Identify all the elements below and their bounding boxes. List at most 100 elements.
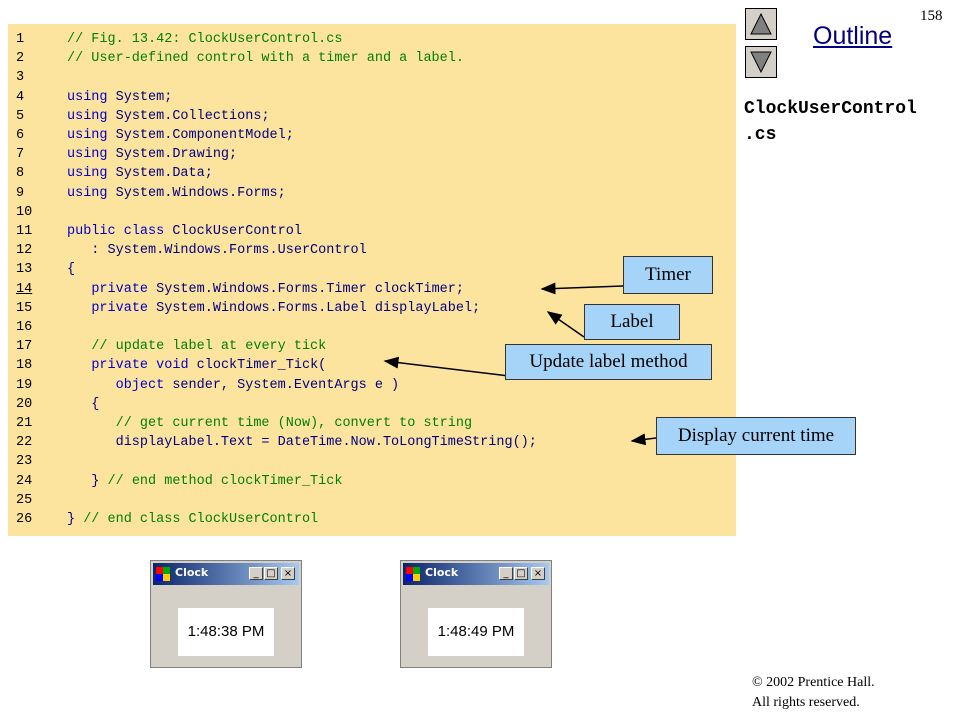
- code-text: displayLabel.Text = DateTime.Now.ToLongT…: [67, 435, 537, 451]
- minimize-button[interactable]: _: [249, 567, 263, 580]
- time-label: 1:48:49 PM: [428, 608, 524, 656]
- line-number: 3: [16, 70, 25, 86]
- code-text: {: [67, 396, 100, 412]
- code-text: } // end class ClockUserControl: [67, 512, 319, 527]
- code-line: 18 private void clockTimer_Tick(: [8, 356, 736, 375]
- code-line: 12 : System.Windows.Forms.UserControl: [8, 241, 736, 260]
- code-text: // User-defined control with a timer and…: [67, 51, 464, 67]
- app-icon: [406, 567, 420, 581]
- line-number: 9: [16, 185, 25, 201]
- line-number: 20: [16, 396, 33, 412]
- close-button[interactable]: ×: [531, 567, 545, 580]
- display-current-time-callout: Display current time: [656, 417, 856, 455]
- code-text: } // end method clockTimer_Tick: [67, 473, 343, 489]
- next-slide-button[interactable]: [745, 46, 777, 78]
- code-line: 22 displayLabel.Text = DateTime.Now.ToLo…: [8, 433, 736, 452]
- code-text: using System.Drawing;: [67, 147, 238, 163]
- timer-arrow: [540, 282, 624, 295]
- line-number: 12: [16, 243, 33, 259]
- page-number: 158: [920, 8, 943, 24]
- code-line: 13{: [8, 260, 736, 279]
- window-title-bar[interactable]: Clock _ □ ×: [403, 563, 549, 585]
- previous-slide-button[interactable]: [745, 8, 777, 40]
- code-line: 25: [8, 491, 736, 510]
- code-text: private System.Windows.Forms.Label displ…: [91, 300, 481, 316]
- code-panel: 1 // Fig. 13.42: ClockUserControl.cs 2 // U…: [8, 24, 736, 536]
- code-line: 26 } // end class ClockUserControl: [8, 510, 736, 529]
- maximize-button[interactable]: □: [264, 567, 278, 580]
- time-label: 1:48:38 PM: [178, 608, 274, 656]
- line-number: 2: [16, 51, 25, 67]
- code-text: public class ClockUserControl: [67, 224, 302, 239]
- code-line: 6 using System.ComponentModel;: [8, 126, 736, 145]
- line-number: 17: [16, 339, 33, 355]
- update-arrow: [383, 356, 510, 377]
- triangle-down-icon: [750, 51, 772, 74]
- line-number: 6: [16, 128, 25, 143]
- update-label-method-callout: Update label method: [505, 344, 712, 380]
- line-number: 4: [16, 89, 25, 105]
- code-text: // update label at every tick: [91, 339, 327, 355]
- code-line: 23: [8, 452, 736, 471]
- outline-link[interactable]: Outline: [813, 22, 893, 50]
- line-number: 5: [16, 108, 25, 124]
- line-number: 1: [16, 32, 25, 47]
- label-arrow: [546, 311, 585, 338]
- minimize-button[interactable]: _: [499, 567, 513, 580]
- code-line: 16: [8, 318, 736, 337]
- maximize-button[interactable]: □: [514, 567, 528, 580]
- window-title: Clock: [425, 566, 459, 579]
- code-text: using System;: [67, 89, 173, 105]
- line-number: 10: [16, 204, 33, 220]
- copyright-notice: © 2002 Prentice Hall. All rights reserve…: [752, 673, 875, 713]
- code-line: 4 using System;: [8, 88, 736, 107]
- window-title-bar[interactable]: Clock _ □ ×: [153, 563, 299, 585]
- code-text: private System.Windows.Forms.Timer clock…: [91, 281, 464, 297]
- display-arrow: [630, 433, 657, 446]
- code-line: 20 {: [8, 395, 736, 414]
- code-text: object sender, System.EventArgs e ): [115, 377, 400, 393]
- code-text: // Fig. 13.42: ClockUserControl.cs: [67, 32, 343, 47]
- clock-window[interactable]: Clock _ □ × 1:48:49 PM: [400, 560, 552, 668]
- line-number: 14: [16, 281, 33, 297]
- code-text: : System.Windows.Forms.UserControl: [67, 243, 367, 259]
- line-number: 16: [16, 320, 33, 335]
- code-line: 2 // User-defined control with a timer an…: [8, 49, 736, 68]
- app-icon: [156, 567, 170, 581]
- line-number: 22: [16, 435, 33, 451]
- code-line: 17 // update label at every tick: [8, 337, 736, 356]
- code-line: 10: [8, 203, 736, 222]
- code-text: using System.ComponentModel;: [67, 128, 294, 143]
- copyright-line: © 2002 Prentice Hall.: [752, 675, 875, 690]
- code-text: using System.Collections;: [67, 108, 270, 124]
- code-line: 21 // get current time (Now), convert to…: [8, 414, 736, 433]
- code-text: using System.Data;: [67, 166, 213, 182]
- line-number: 15: [16, 300, 33, 316]
- code-text: // get current time (Now), convert to st…: [115, 416, 473, 431]
- line-number: 18: [16, 358, 33, 374]
- line-number: 7: [16, 147, 25, 163]
- code-text: {: [67, 262, 76, 278]
- close-button[interactable]: ×: [281, 567, 295, 580]
- code-text: private void clockTimer_Tick(: [91, 358, 327, 374]
- line-number: 11: [16, 224, 33, 239]
- code-line: 24 } // end method clockTimer_Tick: [8, 472, 736, 491]
- code-text: using System.Windows.Forms;: [67, 185, 286, 201]
- line-number: 25: [16, 492, 33, 508]
- window-title: Clock: [175, 566, 209, 579]
- line-number: 19: [16, 377, 33, 393]
- line-number: 26: [16, 512, 33, 527]
- code-line: 5 using System.Collections;: [8, 107, 736, 126]
- code-line: 1 // Fig. 13.42: ClockUserControl.cs: [8, 30, 736, 49]
- line-number: 21: [16, 416, 33, 431]
- code-line: 14 private System.Windows.Forms.Timer cl…: [8, 280, 736, 299]
- code-line: 7 using System.Drawing;: [8, 145, 736, 164]
- code-line: 11 public class ClockUserControl: [8, 222, 736, 241]
- code-line: 15 private System.Windows.Forms.Label di…: [8, 299, 736, 318]
- copyright-line: All rights reserved.: [752, 695, 860, 710]
- file-name-label: ClockUserControl .cs: [744, 99, 917, 145]
- line-number: 24: [16, 473, 33, 489]
- clock-window[interactable]: Clock _ □ × 1:48:38 PM: [150, 560, 302, 668]
